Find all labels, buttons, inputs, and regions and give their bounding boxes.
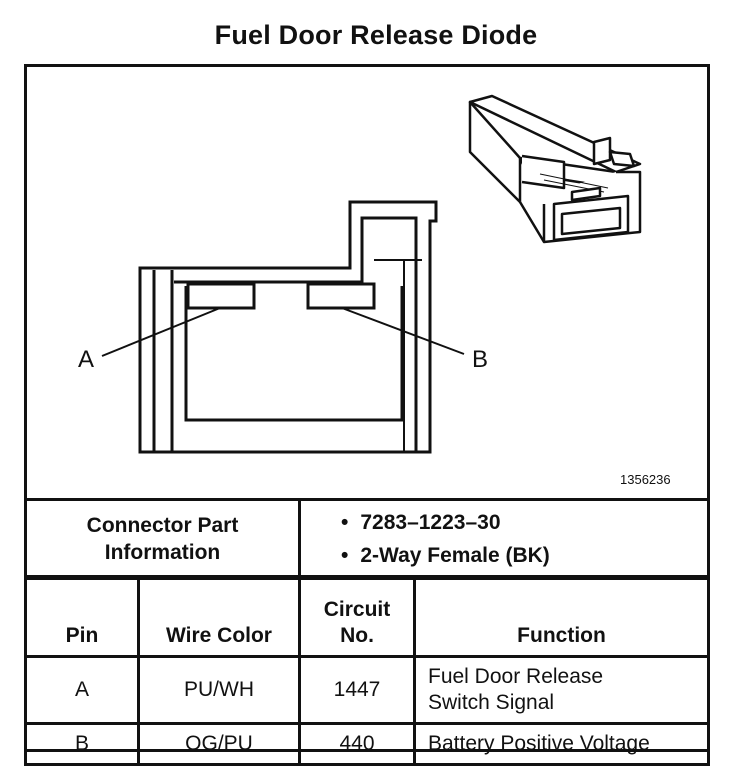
header-function: Function [413,575,710,658]
pin-b-terminal [306,282,376,310]
pin-b-label: B [472,346,489,373]
pin-a-terminal [186,282,256,310]
figure-id: 1356236 [620,472,671,487]
pin-table-header: Pin Wire Color Circuit No. Function [24,575,710,658]
pin-a-label: A [78,346,95,373]
cell-function: Battery Positive Voltage [413,722,710,766]
header-pin: Pin [24,575,140,658]
connector-info-values: •7283–1223–30 •2-Way Female (BK) [298,498,710,580]
cell-pin: B [24,722,140,766]
cell-function: Fuel Door Release Switch Signal [413,655,710,725]
header-circuit: Circuit No. [298,575,416,658]
connector-info-table: Connector Part Information •7283–1223–30… [24,498,710,580]
connector-info-label-line1: Connector Part [86,514,239,537]
cell-circuit: 1447 [298,655,416,725]
page-title: Fuel Door Release Diode [214,20,538,50]
table-row: B OG/PU 440 Battery Positive Voltage [24,722,710,766]
cell-circuit: 440 [298,722,416,766]
pin-table: Pin Wire Color Circuit No. Function A PU… [24,575,710,766]
connector-info-item: •2-Way Female (BK) [341,544,550,567]
connector-info-label: Connector Part Information [24,498,301,580]
connector-3d-illustration [468,94,642,244]
table-row: A PU/WH 1447 Fuel Door Release Switch Si… [24,655,710,725]
cell-wire-color: OG/PU [137,722,301,766]
header-wire-color: Wire Color [137,575,301,658]
cell-wire-color: PU/WH [137,655,301,725]
connector-diagram [101,94,642,454]
connector-face-outer [138,200,438,454]
connector-info-item: •7283–1223–30 [341,511,501,534]
connector-info-label-line2: Information [104,541,221,564]
connector-top-inner [174,216,418,452]
connector-cavity [184,286,404,422]
pin-a-leader [101,307,221,357]
pin-b-leader [341,307,465,355]
cell-pin: A [24,655,140,725]
